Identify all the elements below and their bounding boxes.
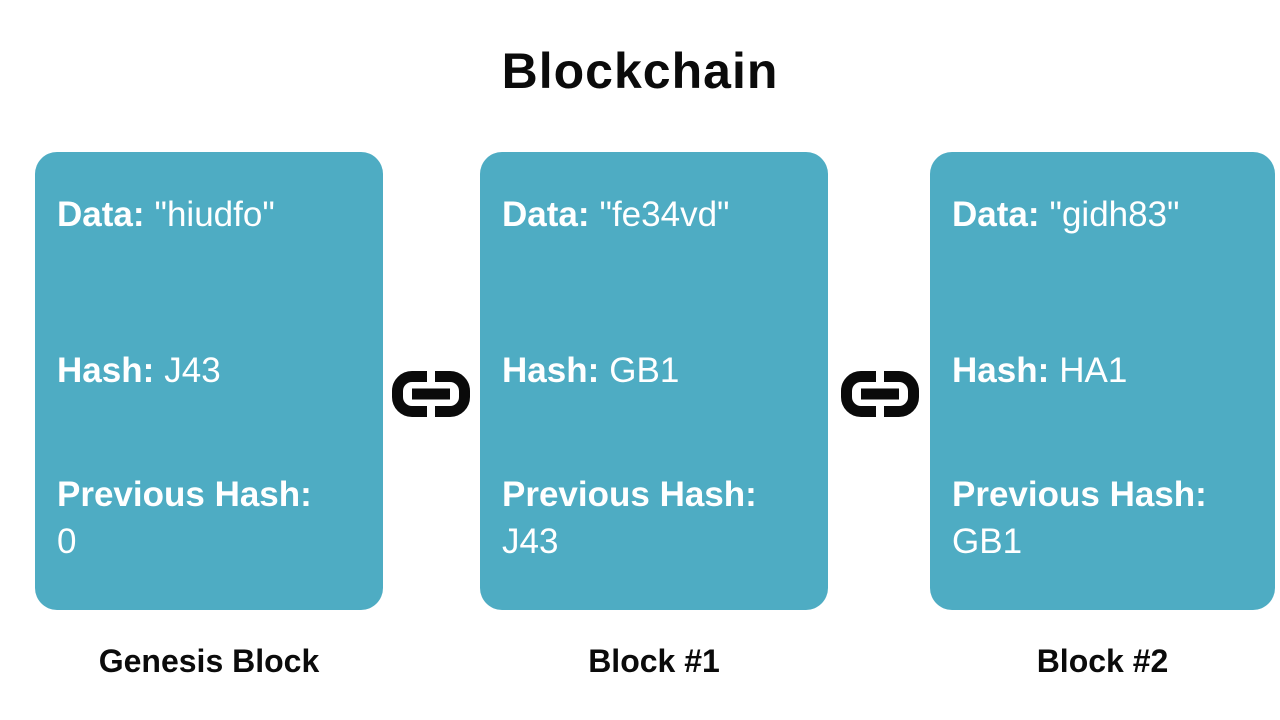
block-caption-2: Block #2 [1036,643,1169,679]
block-2: Data:"gidh83" Hash:HA1 Previous Hash: GB1 [930,152,1275,610]
hash-label: Hash: [502,351,600,391]
field-data: Data:"hiudfo" [57,192,367,238]
field-hash: Hash:HA1 [952,348,1259,394]
previous-hash-value: 0 [57,521,77,561]
hash-value: HA1 [1059,351,1128,391]
block-caption-genesis: Genesis Block [98,643,320,679]
hash-label: Hash: [952,351,1050,391]
previous-hash-value: J43 [502,521,559,561]
data-value: "fe34vd" [599,195,730,234]
hash-label: Hash: [57,351,155,391]
block-1: Data:"fe34vd" Hash:GB1 Previous Hash: J43 [480,152,828,610]
data-label: Data: [952,195,1040,234]
previous-hash-label: Previous Hash: [952,475,1207,515]
data-value: "gidh83" [1049,195,1180,234]
field-previous-hash: Previous Hash: 0 [57,472,367,564]
previous-hash-label: Previous Hash: [502,475,757,515]
field-data: Data:"gidh83" [952,192,1259,238]
data-value: "hiudfo" [154,195,275,234]
block-genesis: Data:"hiudfo" Hash:J43 Previous Hash: 0 [35,152,383,610]
field-data: Data:"fe34vd" [502,192,812,238]
field-previous-hash: Previous Hash: J43 [502,472,812,564]
data-label: Data: [502,195,590,234]
hash-value: J43 [164,351,221,391]
data-label: Data: [57,195,145,234]
page-title: Blockchain [501,43,779,99]
chain-link-icon [392,371,470,417]
field-hash: Hash:J43 [57,348,367,394]
field-hash: Hash:GB1 [502,348,812,394]
block-caption-1: Block #1 [588,643,720,679]
previous-hash-value: GB1 [952,521,1023,561]
hash-value: GB1 [609,351,680,391]
previous-hash-label: Previous Hash: [57,475,312,515]
chain-link-icon [841,371,919,417]
field-previous-hash: Previous Hash: GB1 [952,472,1259,564]
